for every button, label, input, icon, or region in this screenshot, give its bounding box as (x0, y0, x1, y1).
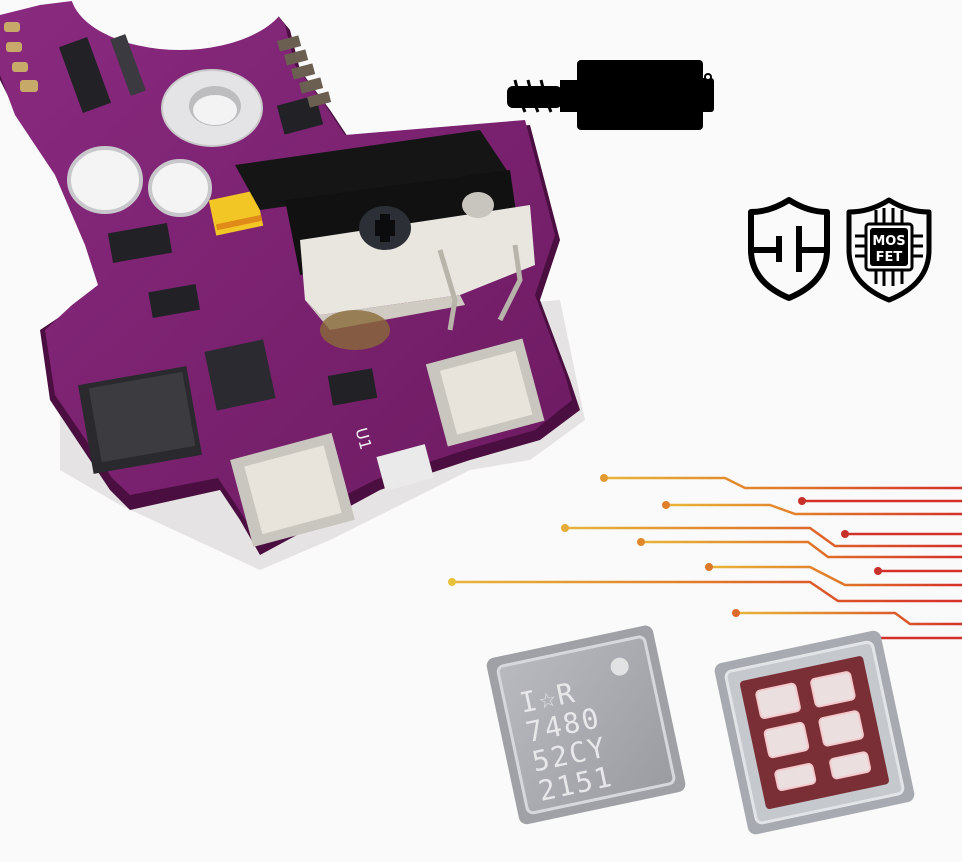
thermal-pads (230, 338, 545, 547)
chip-pad (810, 671, 856, 708)
trace (841, 530, 962, 538)
microswitch-body (300, 205, 535, 315)
trace (600, 474, 962, 490)
trace (561, 524, 962, 548)
screw-icon (359, 206, 411, 250)
pcb-hole (67, 146, 143, 214)
chip-pad (763, 721, 810, 759)
smd-components (58, 34, 378, 411)
pin1-marker (610, 657, 629, 676)
trace (448, 578, 962, 603)
trace (874, 567, 962, 575)
tantalum-capacitor (208, 190, 264, 236)
trace (798, 497, 962, 505)
smd-resistors (277, 35, 332, 108)
chip-pad (829, 751, 872, 780)
mosfet-chip-bottom (714, 630, 915, 835)
trace (637, 538, 962, 559)
trace (705, 563, 962, 587)
motor-icon (507, 60, 714, 130)
circuit-traces (448, 474, 962, 642)
battery-protection-shield-icon (748, 197, 830, 301)
microswitch (235, 130, 535, 350)
chip-pad (774, 763, 817, 792)
power-mosfet-package (78, 366, 202, 474)
trace (732, 609, 962, 626)
pcb-hole (148, 159, 212, 217)
microswitch-lever (235, 130, 510, 210)
microswitch-button (462, 192, 494, 218)
gold-pads (4, 22, 38, 92)
chip-pad (755, 682, 801, 720)
mosfet-icon-label-line2: FET (876, 250, 903, 265)
ir-mosfet-chip-top: I☆R 7480 52CY 2151 (486, 625, 686, 825)
mosfet-shield-icon: MOS FET (846, 197, 932, 303)
chip-pad (818, 710, 864, 747)
mosfet-icon-label-line1: MOS (872, 234, 905, 249)
mounting-washer (161, 69, 263, 147)
trace (662, 501, 962, 516)
pcb-board: U1 (0, 0, 585, 570)
